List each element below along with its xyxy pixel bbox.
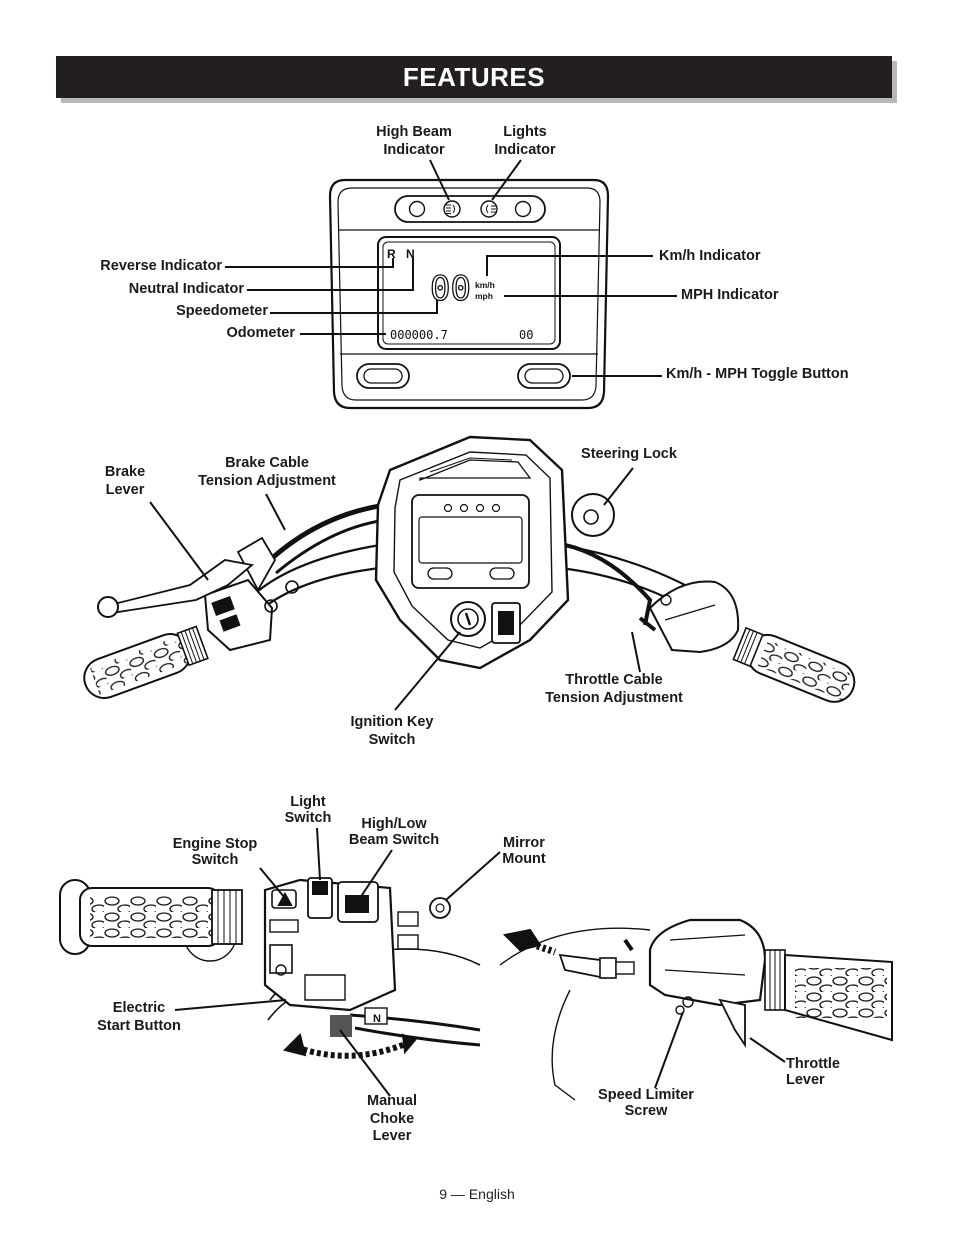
speedometer-label: Speedometer [176,303,268,319]
controls-left-leaders [174,827,501,1097]
gauge-cluster [328,178,610,410]
neutral-indicator-label: Neutral Indicator [128,281,244,297]
throttle-assembly [499,918,893,1101]
toggle-button-label: Km/h - MPH Toggle Button [666,366,849,382]
controls-right-leaders [654,1011,786,1089]
page-title: FEATURES [56,56,892,98]
kmh-unit: km/h [475,280,495,290]
odometer-label: Odometer [226,325,296,341]
trip-readout: 00 [519,328,533,342]
kmh-indicator-label: Km/h Indicator [659,248,761,264]
mph-indicator-label: MPH Indicator [681,287,779,303]
reverse-indicator-label: Reverse Indicator [100,258,222,274]
left-controls-assembly [59,877,481,1059]
choke-mark: N [373,1013,381,1025]
steering-lock-label: Steering Lock [581,446,677,462]
reverse-char: R [387,247,396,261]
mph-unit: mph [475,291,493,301]
page-footer: 9 — English [439,1186,515,1202]
gauge-leaders [225,159,677,377]
neutral-char: N [406,247,415,261]
handlebar-assembly [83,435,856,703]
handlebar-leaders [149,467,641,711]
odometer-readout: 000000.7 [390,328,448,342]
